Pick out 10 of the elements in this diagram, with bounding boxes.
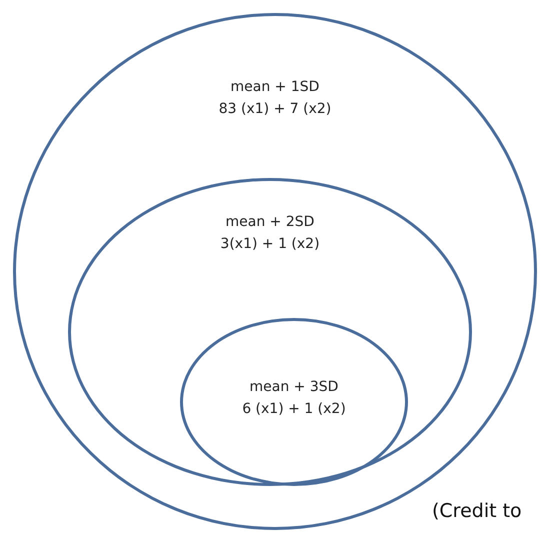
credit-note: (Credit to [432,500,522,522]
circle [180,318,408,486]
circle-label: mean + 2SD [226,213,314,232]
circle [13,13,537,530]
circle [68,178,472,486]
circle-label: 3(x1) + 1 (x2) [220,235,320,254]
circle-label: 6 (x1) + 1 (x2) [242,400,346,419]
circle-label: mean + 3SD [250,378,338,397]
circle-label: 83 (x1) + 7 (x2) [218,100,332,119]
circle-label: mean + 1SD [230,78,320,97]
